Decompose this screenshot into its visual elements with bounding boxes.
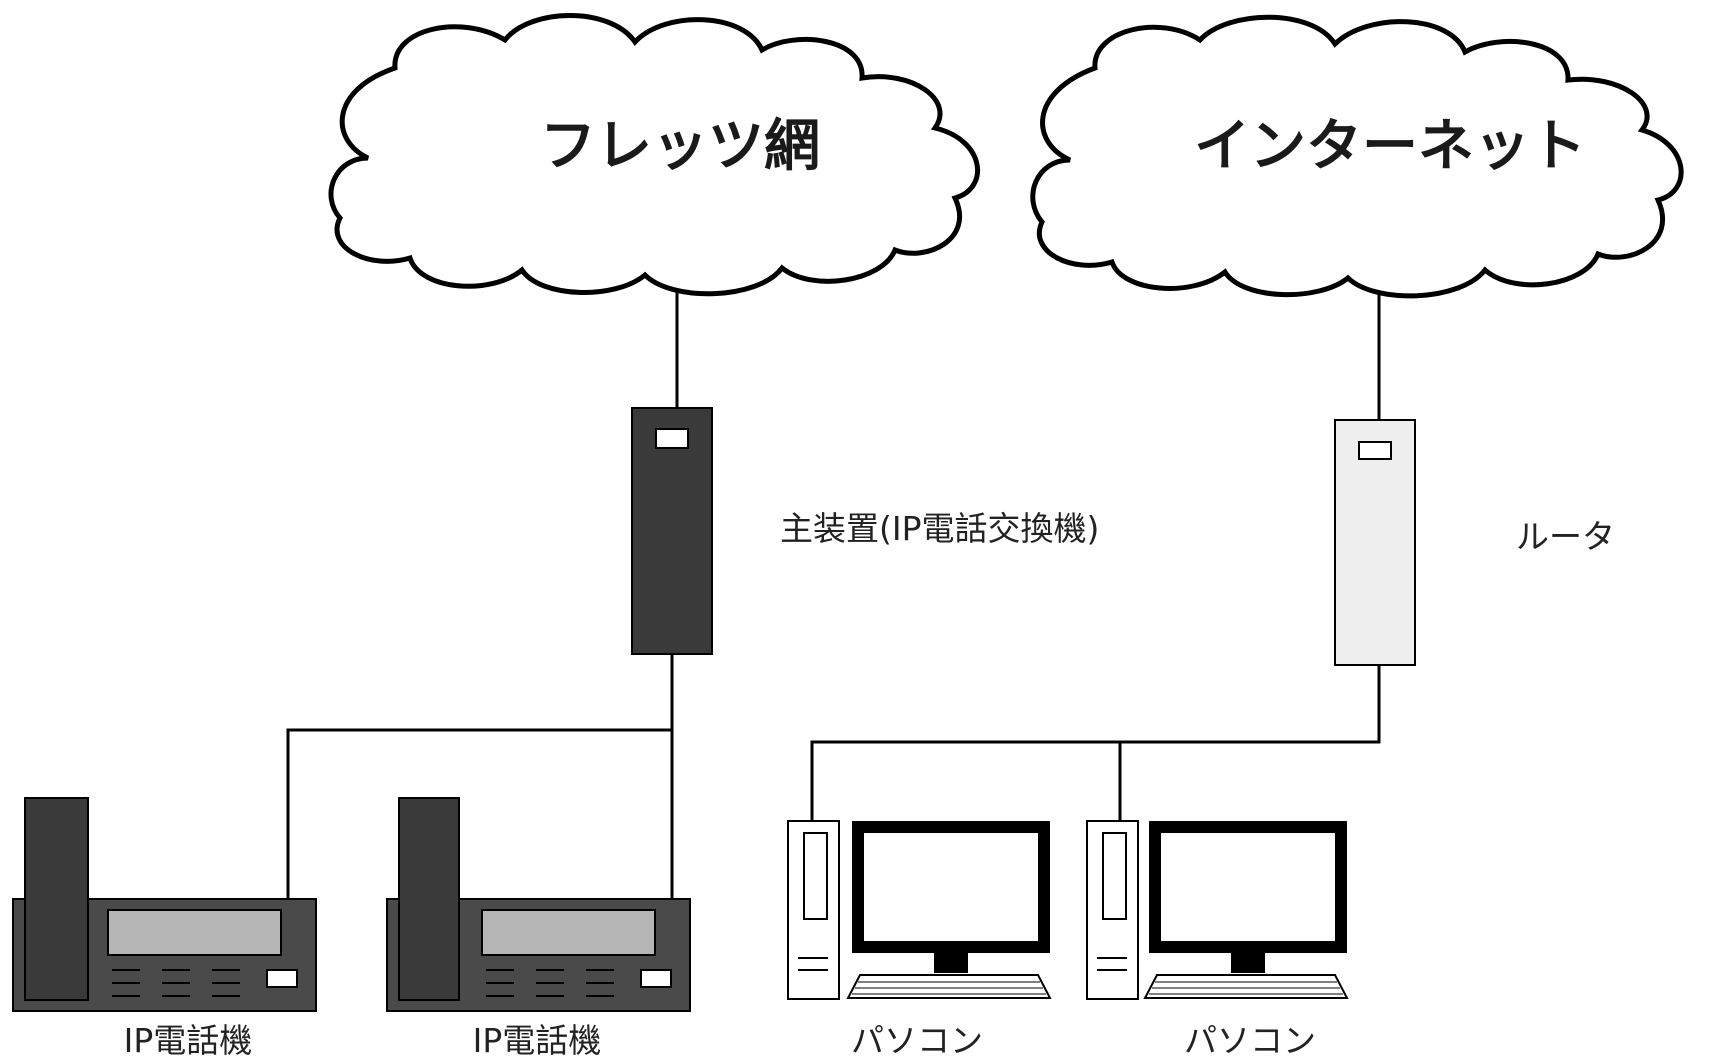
pc-1-vents: [798, 957, 828, 971]
phone-2-display: [481, 909, 656, 956]
phone-1-label: IP電話機: [124, 1021, 253, 1060]
pbx-label: 主装置(IP電話交換機): [780, 509, 1099, 548]
phone-2-handset-icon: [398, 797, 460, 1001]
phone-1-button-icon: [266, 969, 298, 988]
pc-2-keyboard-icon: [1143, 974, 1349, 999]
phone-1-keypad: [112, 969, 240, 997]
pbx-device: [631, 407, 713, 655]
phone-2-label: IP電話機: [473, 1021, 602, 1060]
router-body: [1334, 419, 1416, 666]
pc-1-keyboard-keys: [852, 981, 1046, 995]
connection-lines: [286, 282, 1381, 900]
ip-phone-1: [12, 797, 317, 1012]
ip-phone-2: [386, 797, 691, 1012]
pbx-indicator-icon: [655, 428, 689, 449]
phone-2-button-icon: [640, 969, 672, 988]
cloud-flets-label: フレッツ網: [540, 114, 820, 179]
router-indicator-icon: [1358, 441, 1392, 460]
link-pbx-phones: [286, 653, 674, 900]
cloud-flets-shape: [328, 13, 981, 297]
router-label: ルータ: [1516, 517, 1615, 556]
pc-1-stand: [934, 953, 968, 973]
pc-2-keyboard-keys: [1149, 981, 1343, 995]
pc-2-drive-slot: [1102, 832, 1127, 920]
pc-1: [787, 820, 1052, 1000]
phone-1-display: [107, 909, 282, 956]
phone-1-handset-icon: [24, 797, 89, 1001]
link-router-pcs: [810, 665, 1381, 822]
phone-2-keypad: [486, 969, 614, 997]
pc-2-vents: [1097, 957, 1127, 971]
router-device: [1334, 419, 1416, 666]
cloud-internet-shape: [1030, 14, 1684, 299]
pc-2: [1086, 820, 1349, 1000]
pc-2-screen: [1161, 833, 1335, 941]
cloud-internet-label: インターネット: [1194, 114, 1586, 179]
pc-2-label: パソコン: [1184, 1021, 1316, 1060]
cloud-flets: フレッツ網: [328, 13, 981, 297]
pc-1-screen: [864, 833, 1038, 941]
cloud-internet: インターネット: [1030, 14, 1684, 299]
pc-1-label: パソコン: [851, 1021, 983, 1060]
pc-1-keyboard-icon: [846, 974, 1052, 999]
pc-2-stand: [1231, 953, 1265, 973]
pc-1-drive-slot: [803, 832, 828, 920]
